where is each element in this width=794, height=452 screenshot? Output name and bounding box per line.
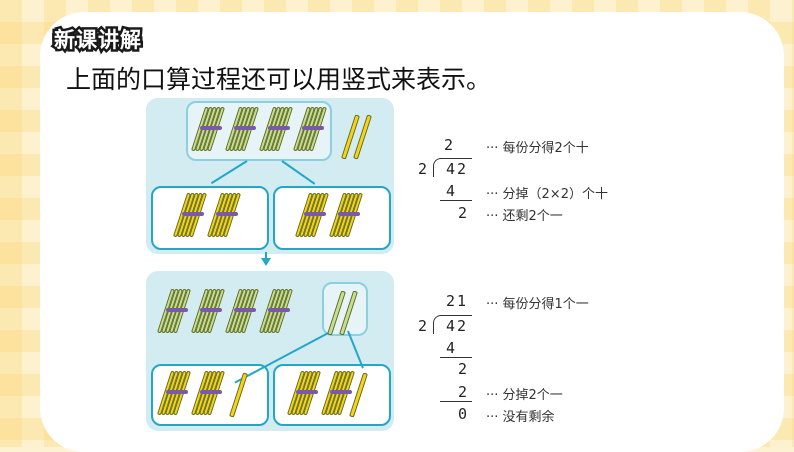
bundle-bottom-0	[156, 288, 192, 336]
bundle-tie	[302, 126, 324, 130]
note-quotient-1: ··· 每份分得2个十	[486, 141, 589, 156]
quotient-1: 2	[444, 136, 456, 154]
note-remainder-2: ··· 没有剩余	[486, 410, 555, 425]
arrowhead-down-mid	[261, 258, 271, 266]
subtract-line-1	[440, 200, 472, 201]
bundle-bottom-3	[258, 288, 294, 336]
product-2a: 4	[446, 339, 458, 357]
bundle-tie	[234, 308, 256, 312]
bundle-share-right-bottom-1	[320, 370, 356, 418]
bundle-top-3	[292, 106, 328, 154]
page-subtitle: 上面的口算过程还可以用竖式来表示。	[66, 65, 492, 94]
bundle-share-left-1	[206, 192, 242, 240]
division-bracket-1	[433, 158, 442, 177]
share-box-right-top	[273, 186, 391, 250]
bundle-tie	[268, 126, 290, 130]
subtract-line-2b	[440, 401, 472, 402]
bundle-share-right-bottom-0	[286, 370, 322, 418]
division-bar-1	[440, 158, 472, 159]
subtract-line-2a	[440, 357, 472, 358]
bundle-share-right-0	[294, 192, 330, 240]
share-box-left-top	[151, 186, 269, 250]
bundle-share-right-1	[328, 192, 364, 240]
bundle-share-left-bottom-0	[156, 370, 192, 418]
bundle-share-left-0	[172, 192, 208, 240]
bundle-tie	[166, 390, 188, 394]
bring-down-2: 2	[458, 360, 470, 378]
bundle-bottom-1	[190, 288, 226, 336]
remainder-2: 0	[458, 405, 470, 423]
note-quotient-2: ··· 每份分得1个一	[486, 297, 589, 312]
quotient-2: 21	[446, 292, 469, 310]
bundle-tie	[166, 308, 188, 312]
bundle-tie	[234, 126, 256, 130]
bundle-tie	[182, 212, 204, 216]
bundle-top-2	[258, 106, 294, 154]
bundle-tie	[200, 126, 222, 130]
bundle-tie	[330, 390, 352, 394]
note-remainder-1: ··· 还剩2个一	[486, 209, 563, 224]
bundle-tie	[200, 308, 222, 312]
division-bracket-2	[433, 315, 442, 334]
bundle-tie	[338, 212, 360, 216]
product-2b: 2	[458, 383, 470, 401]
note-product-1: ··· 分掉（2×2）个十	[486, 187, 608, 202]
bundle-top-0	[190, 106, 226, 154]
section-badge: 新课讲解	[52, 26, 144, 55]
division-bar-2	[440, 315, 472, 316]
bundle-tie	[268, 308, 290, 312]
bundle-share-left-bottom-1	[190, 370, 226, 418]
product-1: 4	[446, 182, 458, 200]
bundle-tie	[216, 212, 238, 216]
dividend-2: 42	[446, 317, 469, 335]
bundle-bottom-2	[224, 288, 260, 336]
divisor-1: 2	[418, 160, 430, 178]
arrow-down-stem	[265, 252, 267, 260]
divisor-2: 2	[418, 317, 430, 335]
note-product-2: ··· 分掉2个一	[486, 388, 563, 403]
dividend-1: 42	[446, 160, 469, 178]
bundle-tie	[296, 390, 318, 394]
bundle-tie	[304, 212, 326, 216]
bundle-tie	[200, 390, 222, 394]
bundle-top-1	[224, 106, 260, 154]
remainder-1: 2	[458, 204, 470, 222]
